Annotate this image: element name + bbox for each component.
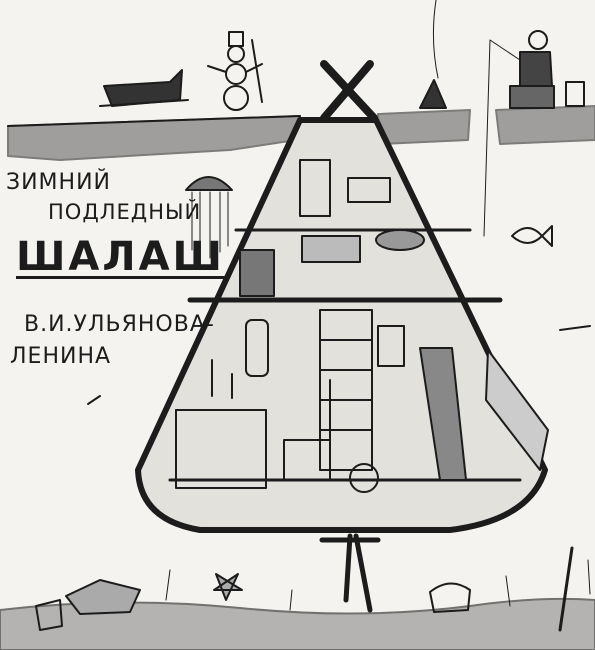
- sled-icon: [99, 69, 189, 107]
- ice-shelf-right: [377, 105, 595, 145]
- author-line-2: ЛЕНИНА: [10, 344, 112, 369]
- title-line-under-ice: ПОДЛЕДНЫЙ: [48, 200, 202, 224]
- hut-icon: [135, 60, 549, 613]
- snowman-icon: [207, 31, 263, 111]
- starfish-icon: [213, 573, 243, 601]
- campfire-icon: [419, 0, 447, 109]
- title-line-winter: ЗИМНИЙ: [6, 170, 111, 195]
- sea-floor: [0, 546, 595, 650]
- author-line-1: В.И.УЛЬЯНОВА-: [24, 312, 215, 337]
- title-line-hut: ШАЛАШ: [16, 234, 225, 280]
- jellyfish-icon: [185, 176, 233, 259]
- fisherman-icon: [483, 30, 585, 237]
- ice-shelf-left: [7, 115, 301, 161]
- fish-icon: [87, 225, 591, 405]
